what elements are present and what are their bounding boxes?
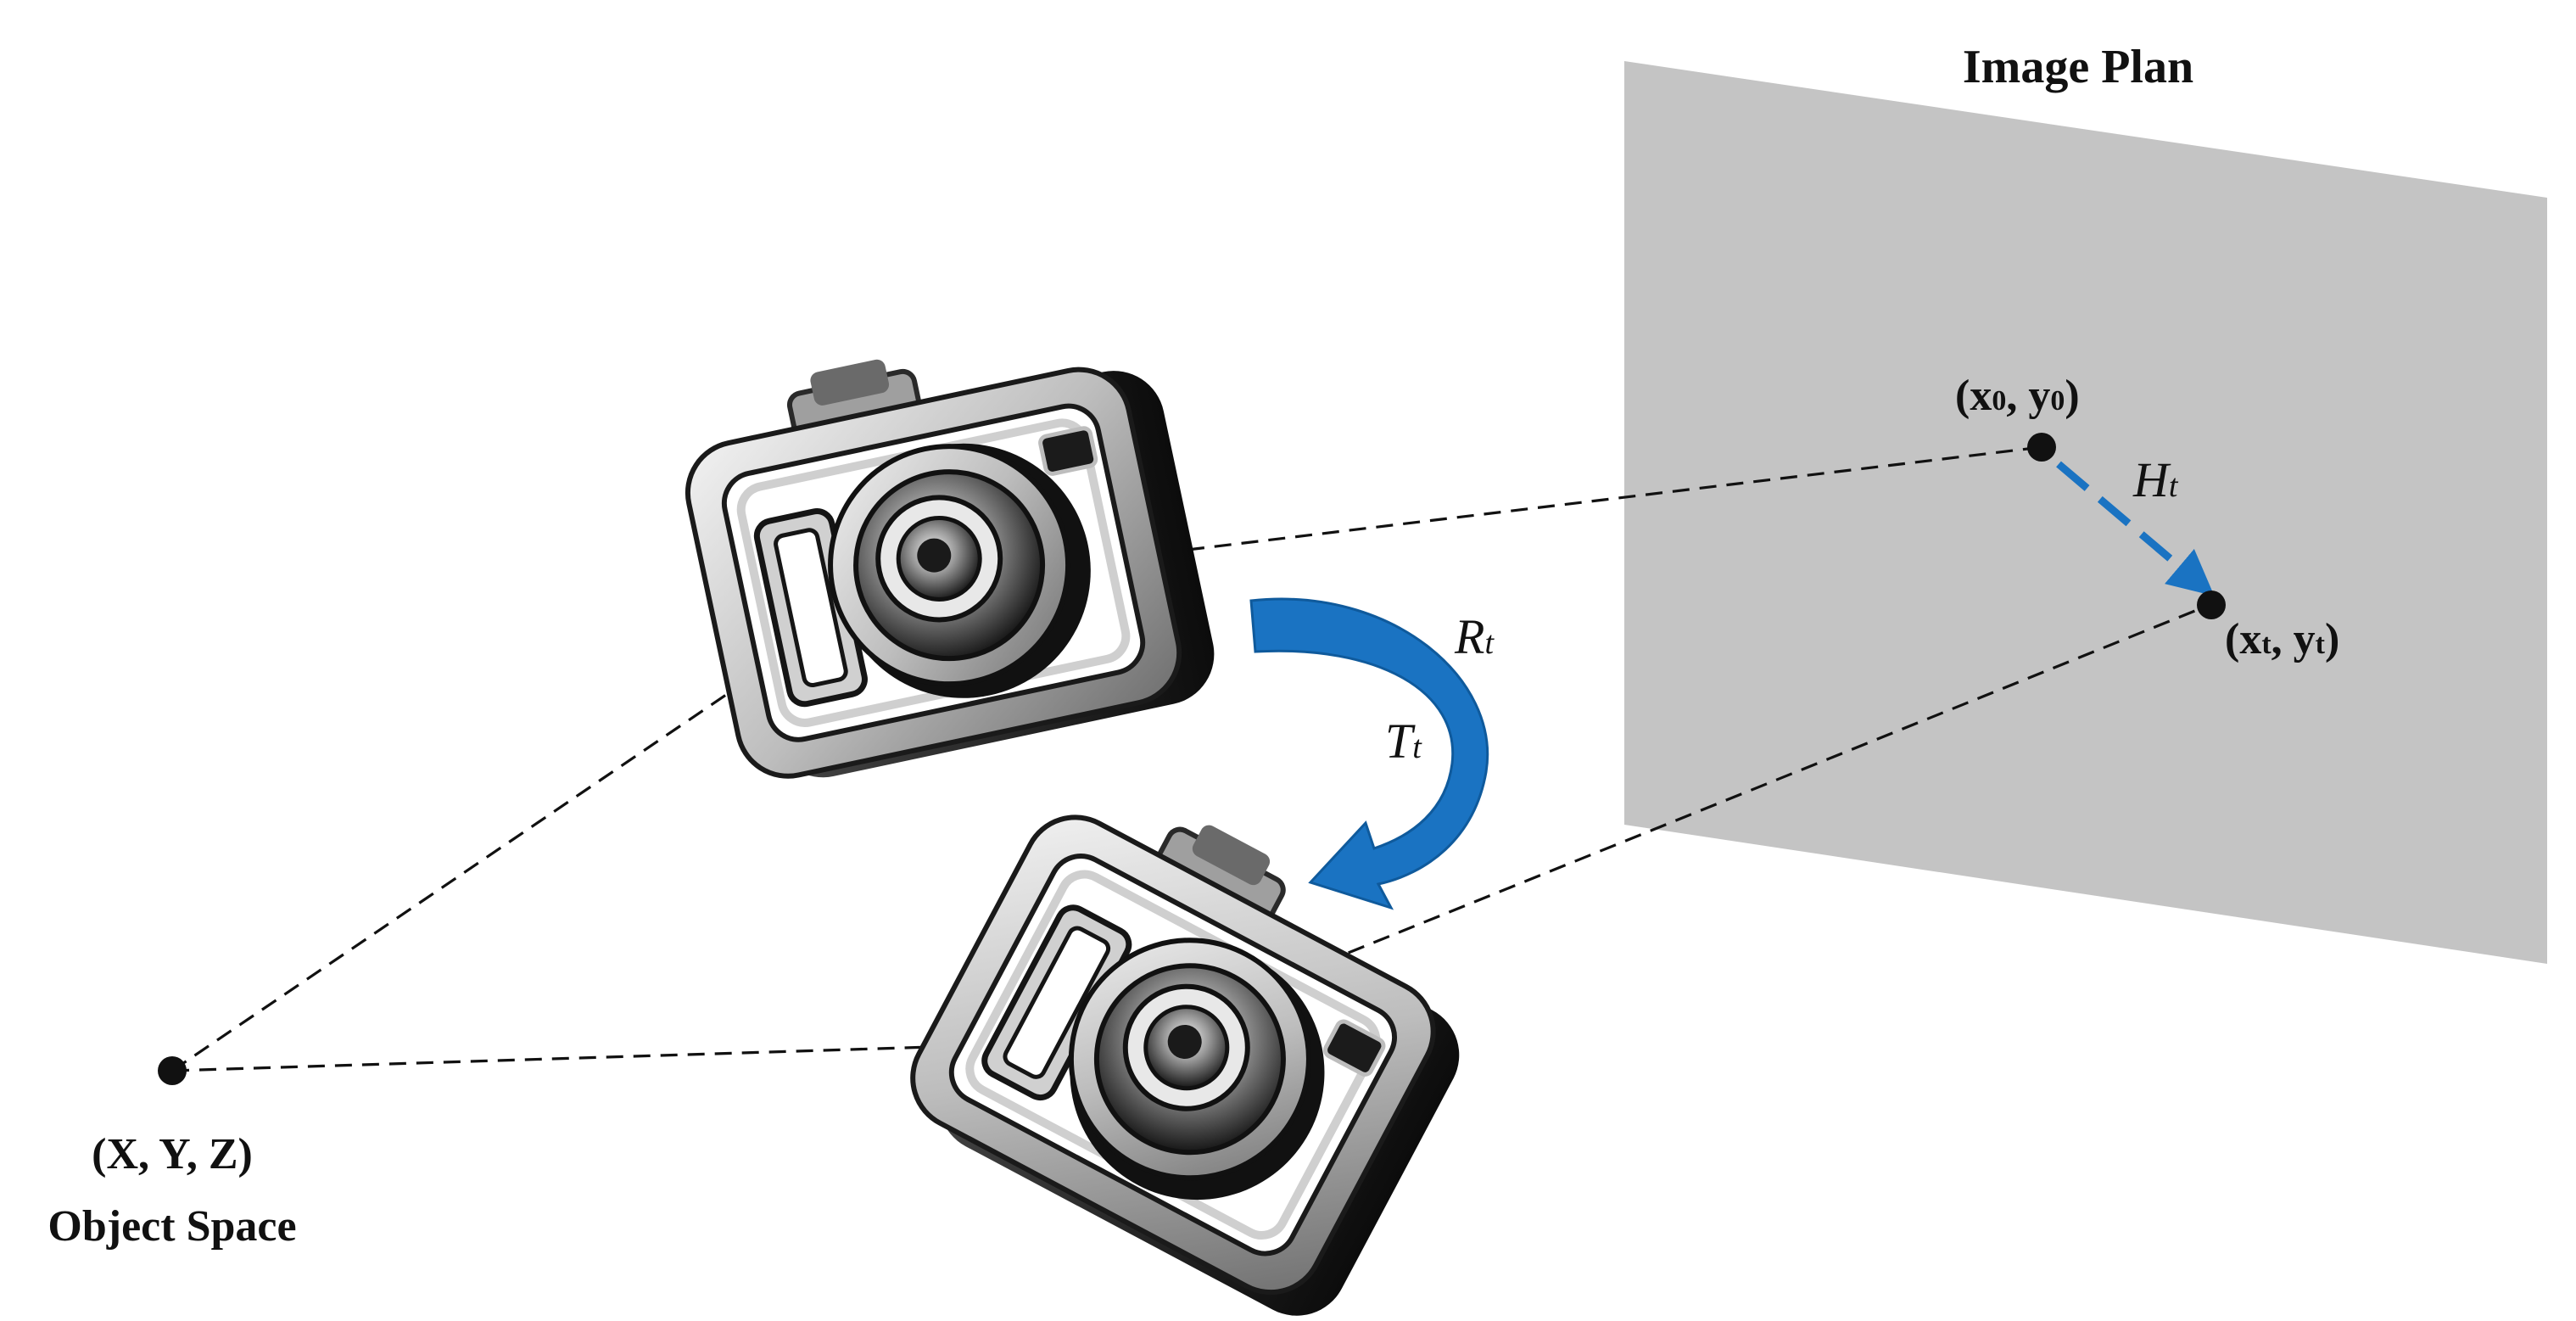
image-plane [1624, 61, 2547, 964]
rotation-arrow [1249, 597, 1489, 910]
object-point [158, 1056, 187, 1085]
image-point-end-label: (xt, yt) [2225, 615, 2339, 663]
object-space-label: Object Space [47, 1202, 296, 1251]
image-plane-title: Image Plan [1963, 41, 2193, 93]
homography-label: Ht [2132, 452, 2179, 507]
homography-arrow [2056, 461, 2215, 596]
ray-object-to-bottom-camera [171, 1038, 1176, 1072]
image-point-start [2027, 433, 2056, 462]
image-point-start-label: (x0, y0) [1955, 372, 2080, 420]
rotation-label: Rt [1454, 609, 1495, 664]
image-point-end [2197, 591, 2226, 619]
camera-top-icon [668, 303, 1223, 793]
ray-bottom-camera-to-end [1322, 603, 2210, 965]
ray-top-camera-to-start [1187, 445, 2042, 551]
translation-label: Tt [1385, 714, 1422, 769]
object-point-label: (X, Y, Z) [92, 1130, 253, 1178]
